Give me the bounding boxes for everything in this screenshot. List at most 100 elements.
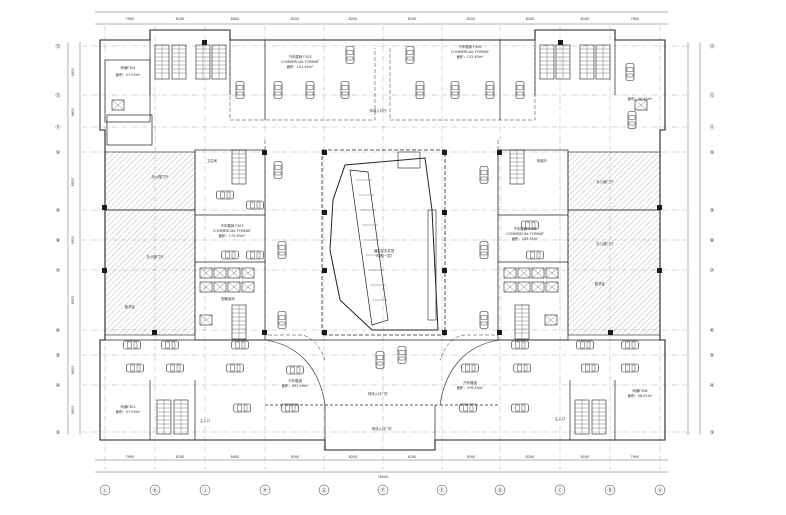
label-auto-mid-right: 汽车展销 F306 — [513, 226, 536, 231]
svg-text:8200: 8200 — [291, 455, 300, 459]
svg-text:8200: 8200 — [467, 455, 476, 459]
svg-text:Ⓛ: Ⓛ — [102, 487, 107, 494]
svg-text:面积：391.29m²: 面积：391.29m² — [282, 383, 309, 388]
svg-text:COMMERCIAL FORMAT: COMMERCIAL FORMAT — [506, 232, 545, 236]
svg-text:9900: 9900 — [71, 236, 75, 245]
svg-text:6600: 6600 — [71, 366, 75, 375]
svg-text:76000: 76000 — [378, 475, 389, 479]
svg-text:8900: 8900 — [71, 178, 75, 187]
hatched-zones — [104, 151, 661, 336]
dimensions-side: 4900 6600 8900 9900 8900 6600 4900 — [71, 68, 75, 415]
svg-text:面积：36.45m²: 面积：36.45m² — [628, 96, 653, 101]
svg-text:8200: 8200 — [526, 455, 535, 459]
svg-text:Ⓗ: Ⓗ — [262, 487, 267, 494]
svg-text:（中庭一层）: （中庭一层） — [374, 253, 394, 258]
interior-walls — [100, 40, 665, 440]
label-hall-bottom: 商场入口门厅 — [368, 391, 389, 396]
label-service: 配套用房 — [221, 296, 235, 301]
svg-text:⑬: ⑬ — [709, 43, 714, 50]
svg-text:Ⓕ: Ⓕ — [380, 487, 385, 494]
svg-text:面积：172.90m²: 面积：172.90m² — [219, 233, 246, 238]
dimension-frame — [67, 11, 701, 473]
svg-text:⑦: ⑦ — [710, 268, 715, 274]
svg-text:8200: 8200 — [526, 17, 535, 21]
svg-text:⑧: ⑧ — [56, 238, 61, 244]
showroom-boundaries — [229, 48, 536, 361]
svg-text:主入口: 主入口 — [555, 416, 565, 421]
label-shop-nw-area: 面积：57.59m² — [116, 72, 141, 77]
svg-text:8100: 8100 — [176, 455, 185, 459]
svg-text:8100: 8100 — [176, 17, 185, 21]
label-auto-top-right: 汽车展销 F306 — [458, 44, 481, 49]
svg-text:面积：57.59m²: 面积：57.59m² — [116, 409, 141, 414]
svg-text:8200: 8200 — [349, 455, 358, 459]
svg-text:⑤: ⑤ — [710, 353, 714, 359]
svg-text:办公楼门厅: 办公楼门厅 — [147, 254, 165, 259]
svg-text:8900: 8900 — [71, 296, 75, 305]
label-atrium: 通高至天井顶 — [374, 248, 395, 253]
svg-text:⑥: ⑥ — [56, 328, 61, 334]
svg-text:③: ③ — [56, 430, 60, 436]
columns — [102, 40, 662, 335]
svg-text:⑪: ⑪ — [55, 124, 60, 131]
dimensions-top: 7900 8100 8400 8200 8200 8200 8200 8200 … — [126, 17, 640, 21]
svg-text:⑩: ⑩ — [56, 150, 61, 156]
svg-text:⑪: ⑪ — [709, 124, 714, 131]
svg-text:电梯厅: 电梯厅 — [537, 158, 548, 163]
label-side-right: 卸货区 — [595, 281, 606, 286]
svg-text:Ⓑ: Ⓑ — [607, 487, 612, 494]
svg-text:Ⓖ: Ⓖ — [321, 487, 326, 494]
label-side-left: 卸货区 — [125, 304, 136, 309]
svg-text:7900: 7900 — [631, 17, 640, 21]
svg-text:④: ④ — [56, 383, 61, 389]
svg-text:卫生间: 卫生间 — [207, 158, 218, 163]
label-shop-se: 商铺F308 — [632, 388, 647, 393]
label-auto-mid-left: 汽车展销 F303 — [220, 223, 243, 228]
axis-labels-right: ⑬ ⑫ ⑪ ⑩ ⑨ ⑧ ⑦ ⑥ ⑤ ④ ③ — [709, 43, 714, 436]
svg-text:Ⓚ: Ⓚ — [152, 487, 157, 494]
label-auto-top-left: 汽车展销 F303 — [288, 54, 311, 59]
svg-text:8400: 8400 — [231, 455, 240, 459]
axis-labels-bottom: Ⓛ Ⓚ Ⓙ Ⓗ Ⓖ Ⓕ Ⓔ Ⓓ Ⓒ Ⓑ Ⓐ — [102, 487, 662, 494]
svg-text:7900: 7900 — [126, 17, 135, 21]
svg-text:8200: 8200 — [408, 17, 417, 21]
label-office-right: 办公楼门厅 — [597, 179, 615, 184]
svg-text:8200: 8200 — [349, 17, 358, 21]
svg-text:8400: 8400 — [231, 17, 240, 21]
svg-text:7900: 7900 — [631, 455, 640, 459]
label-shop-sw: 商铺F301 — [120, 404, 135, 409]
label-hall-top: 商场入口厅 — [370, 108, 388, 113]
label-shop-nw: 商铺F304 — [120, 65, 135, 70]
svg-text:7900: 7900 — [126, 455, 135, 459]
svg-text:8100: 8100 — [581, 17, 590, 21]
svg-text:⑨: ⑨ — [56, 208, 60, 214]
svg-text:4900: 4900 — [71, 406, 75, 415]
svg-text:面积：189.95m²: 面积：189.95m² — [512, 236, 539, 241]
axis-labels-left: ⑬ ⑫ ⑪ ⑩ ⑨ ⑧ ⑦ ⑥ ⑤ ④ ③ — [55, 43, 60, 436]
svg-text:⑧: ⑧ — [710, 238, 715, 244]
label-auto-bot-left: 汽车展销 — [288, 378, 302, 383]
svg-text:办公楼门厅: 办公楼门厅 — [597, 241, 615, 246]
svg-text:COMMERCIAL FORMAT: COMMERCIAL FORMAT — [213, 229, 252, 233]
axis-markers — [99, 484, 666, 496]
svg-text:COMMERCIAL FORMAT: COMMERCIAL FORMAT — [451, 50, 490, 54]
svg-text:⑩: ⑩ — [710, 150, 715, 156]
svg-text:④: ④ — [710, 383, 715, 389]
svg-text:4900: 4900 — [71, 68, 75, 77]
svg-text:主入口: 主入口 — [200, 418, 210, 423]
svg-text:Ⓓ: Ⓓ — [497, 487, 502, 494]
svg-text:面积：56.91m²: 面积：56.91m² — [628, 393, 653, 398]
svg-text:⑫: ⑫ — [709, 92, 714, 99]
svg-text:⑫: ⑫ — [55, 92, 60, 99]
svg-text:⑨: ⑨ — [710, 208, 714, 214]
svg-text:8200: 8200 — [467, 17, 476, 21]
svg-text:⑥: ⑥ — [710, 328, 715, 334]
svg-text:Ⓒ: Ⓒ — [557, 487, 562, 494]
svg-text:6600: 6600 — [71, 108, 75, 117]
label-office-left: 办公楼门厅 — [152, 174, 170, 179]
svg-text:8200: 8200 — [291, 17, 300, 21]
dimensions-bottom: 7900 8100 8400 8200 8200 8200 8200 8200 … — [126, 455, 640, 479]
svg-text:Ⓙ: Ⓙ — [202, 487, 207, 494]
svg-text:⑬: ⑬ — [55, 43, 60, 50]
